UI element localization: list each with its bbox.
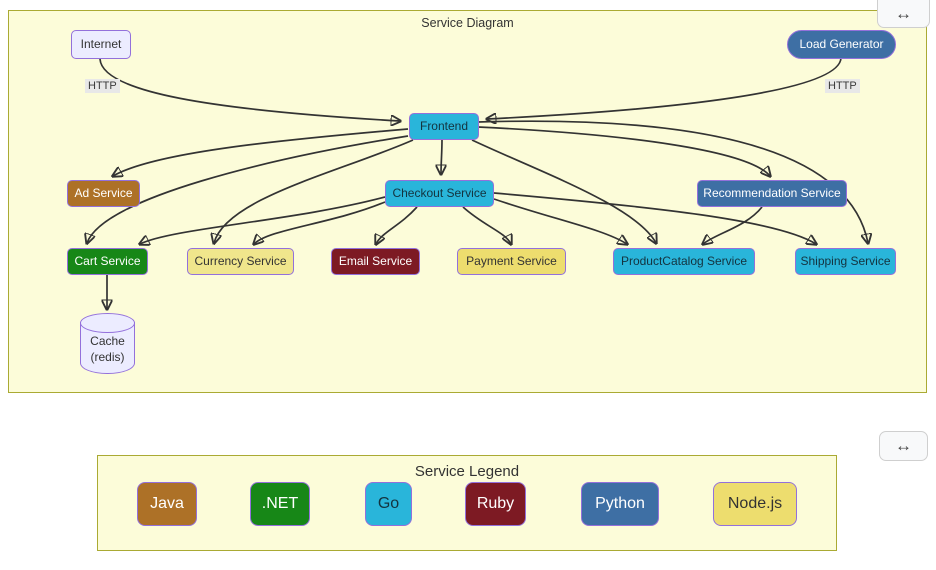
diagram-title: Service Diagram (421, 16, 514, 30)
legend-expand-button[interactable]: ↔ (879, 431, 928, 461)
legend-title: Service Legend (414, 463, 520, 480)
legend-item-ruby: Ruby (465, 482, 526, 526)
node-checkout-service: Checkout Service (385, 180, 494, 207)
legend-item-dotnet: .NET (250, 482, 310, 526)
expand-arrows-icon: ↔ (895, 436, 912, 455)
diagram-expand-button[interactable]: ↔ (877, 0, 930, 28)
node-frontend: Frontend (409, 113, 479, 140)
node-cache-redis: Cache (redis) (80, 313, 135, 374)
node-load-generator: Load Generator (787, 30, 896, 59)
edge-label-http-loadgenerator: HTTP (825, 79, 860, 93)
node-ad-service: Ad Service (67, 180, 140, 207)
edge-label-http-internet: HTTP (85, 79, 120, 93)
cache-label-line2: (redis) (90, 349, 125, 364)
legend-item-nodejs: Node.js (713, 482, 797, 526)
legend-item-python: Python (581, 482, 659, 526)
cache-label-line1: Cache (90, 334, 125, 348)
node-shipping-service: Shipping Service (795, 248, 896, 275)
node-recommendation-service: Recommendation Service (697, 180, 847, 207)
node-currency-service: Currency Service (187, 248, 294, 275)
legend-item-java: Java (137, 482, 197, 526)
node-payment-service: Payment Service (457, 248, 566, 275)
node-email-service: Email Service (331, 248, 420, 275)
node-productcatalog-service: ProductCatalog Service (613, 248, 755, 275)
node-cart-service: Cart Service (67, 248, 148, 275)
node-internet: Internet (71, 30, 131, 59)
legend-item-go: Go (365, 482, 412, 526)
expand-arrows-icon: ↔ (895, 4, 912, 23)
